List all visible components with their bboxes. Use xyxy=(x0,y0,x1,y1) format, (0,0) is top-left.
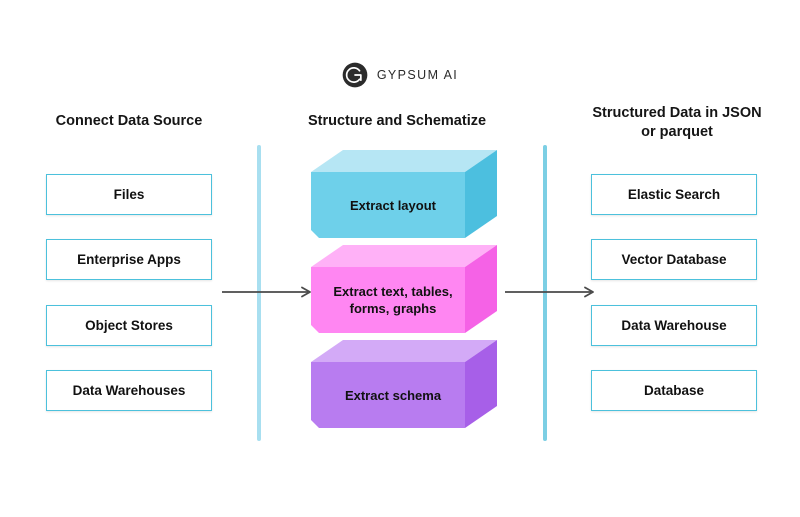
arrow-right-icon xyxy=(505,286,594,298)
block-side-face xyxy=(465,340,497,428)
output-item-vector-database[interactable]: Vector Database xyxy=(591,239,757,280)
source-item-object-stores[interactable]: Object Stores xyxy=(46,305,212,346)
block-side-face xyxy=(465,150,497,238)
arrow-source-to-processing xyxy=(222,286,314,298)
source-item-data-warehouses[interactable]: Data Warehouses xyxy=(46,370,212,411)
block-top-face xyxy=(311,150,497,172)
column-title-structured-data: Structured Data in JSON or parquet xyxy=(562,104,792,143)
block-3d-shape-cyan xyxy=(311,150,497,238)
arrow-right-icon xyxy=(222,286,311,298)
block-top-face xyxy=(311,245,497,267)
process-block-extract-schema[interactable]: Extract schema xyxy=(311,340,497,432)
process-block-extract-layout[interactable]: Extract layout xyxy=(311,150,497,242)
process-block-extract-text[interactable]: Extract text, tables, forms, graphs xyxy=(311,245,497,337)
source-item-enterprise-apps[interactable]: Enterprise Apps xyxy=(46,239,212,280)
column-title-structure-and-schematize: Structure and Schematize xyxy=(307,113,487,129)
block-3d-shape-pink xyxy=(311,245,497,333)
brand-logo-group: GYPSUM AI xyxy=(0,62,800,88)
source-item-files[interactable]: Files xyxy=(46,174,212,215)
brand-name: GYPSUM AI xyxy=(376,68,459,82)
divider-right xyxy=(543,145,547,441)
output-item-elastic-search[interactable]: Elastic Search xyxy=(591,174,757,215)
block-side-face xyxy=(465,245,497,333)
gypsum-circle-g-logo-icon xyxy=(342,62,368,88)
divider-left xyxy=(257,145,261,441)
block-front-face xyxy=(311,362,465,428)
block-front-face xyxy=(311,172,465,238)
block-3d-shape-purple xyxy=(311,340,497,428)
column-title-right-line-2: or parquet xyxy=(641,124,713,141)
output-item-database[interactable]: Database xyxy=(591,370,757,411)
arrow-processing-to-output xyxy=(505,286,597,298)
column-title-right-line-1: Structured Data in JSON xyxy=(592,105,762,121)
block-top-face xyxy=(311,340,497,362)
block-front-face xyxy=(311,267,465,333)
output-item-data-warehouse[interactable]: Data Warehouse xyxy=(591,305,757,346)
column-title-connect-data-source: Connect Data Source xyxy=(55,113,203,129)
